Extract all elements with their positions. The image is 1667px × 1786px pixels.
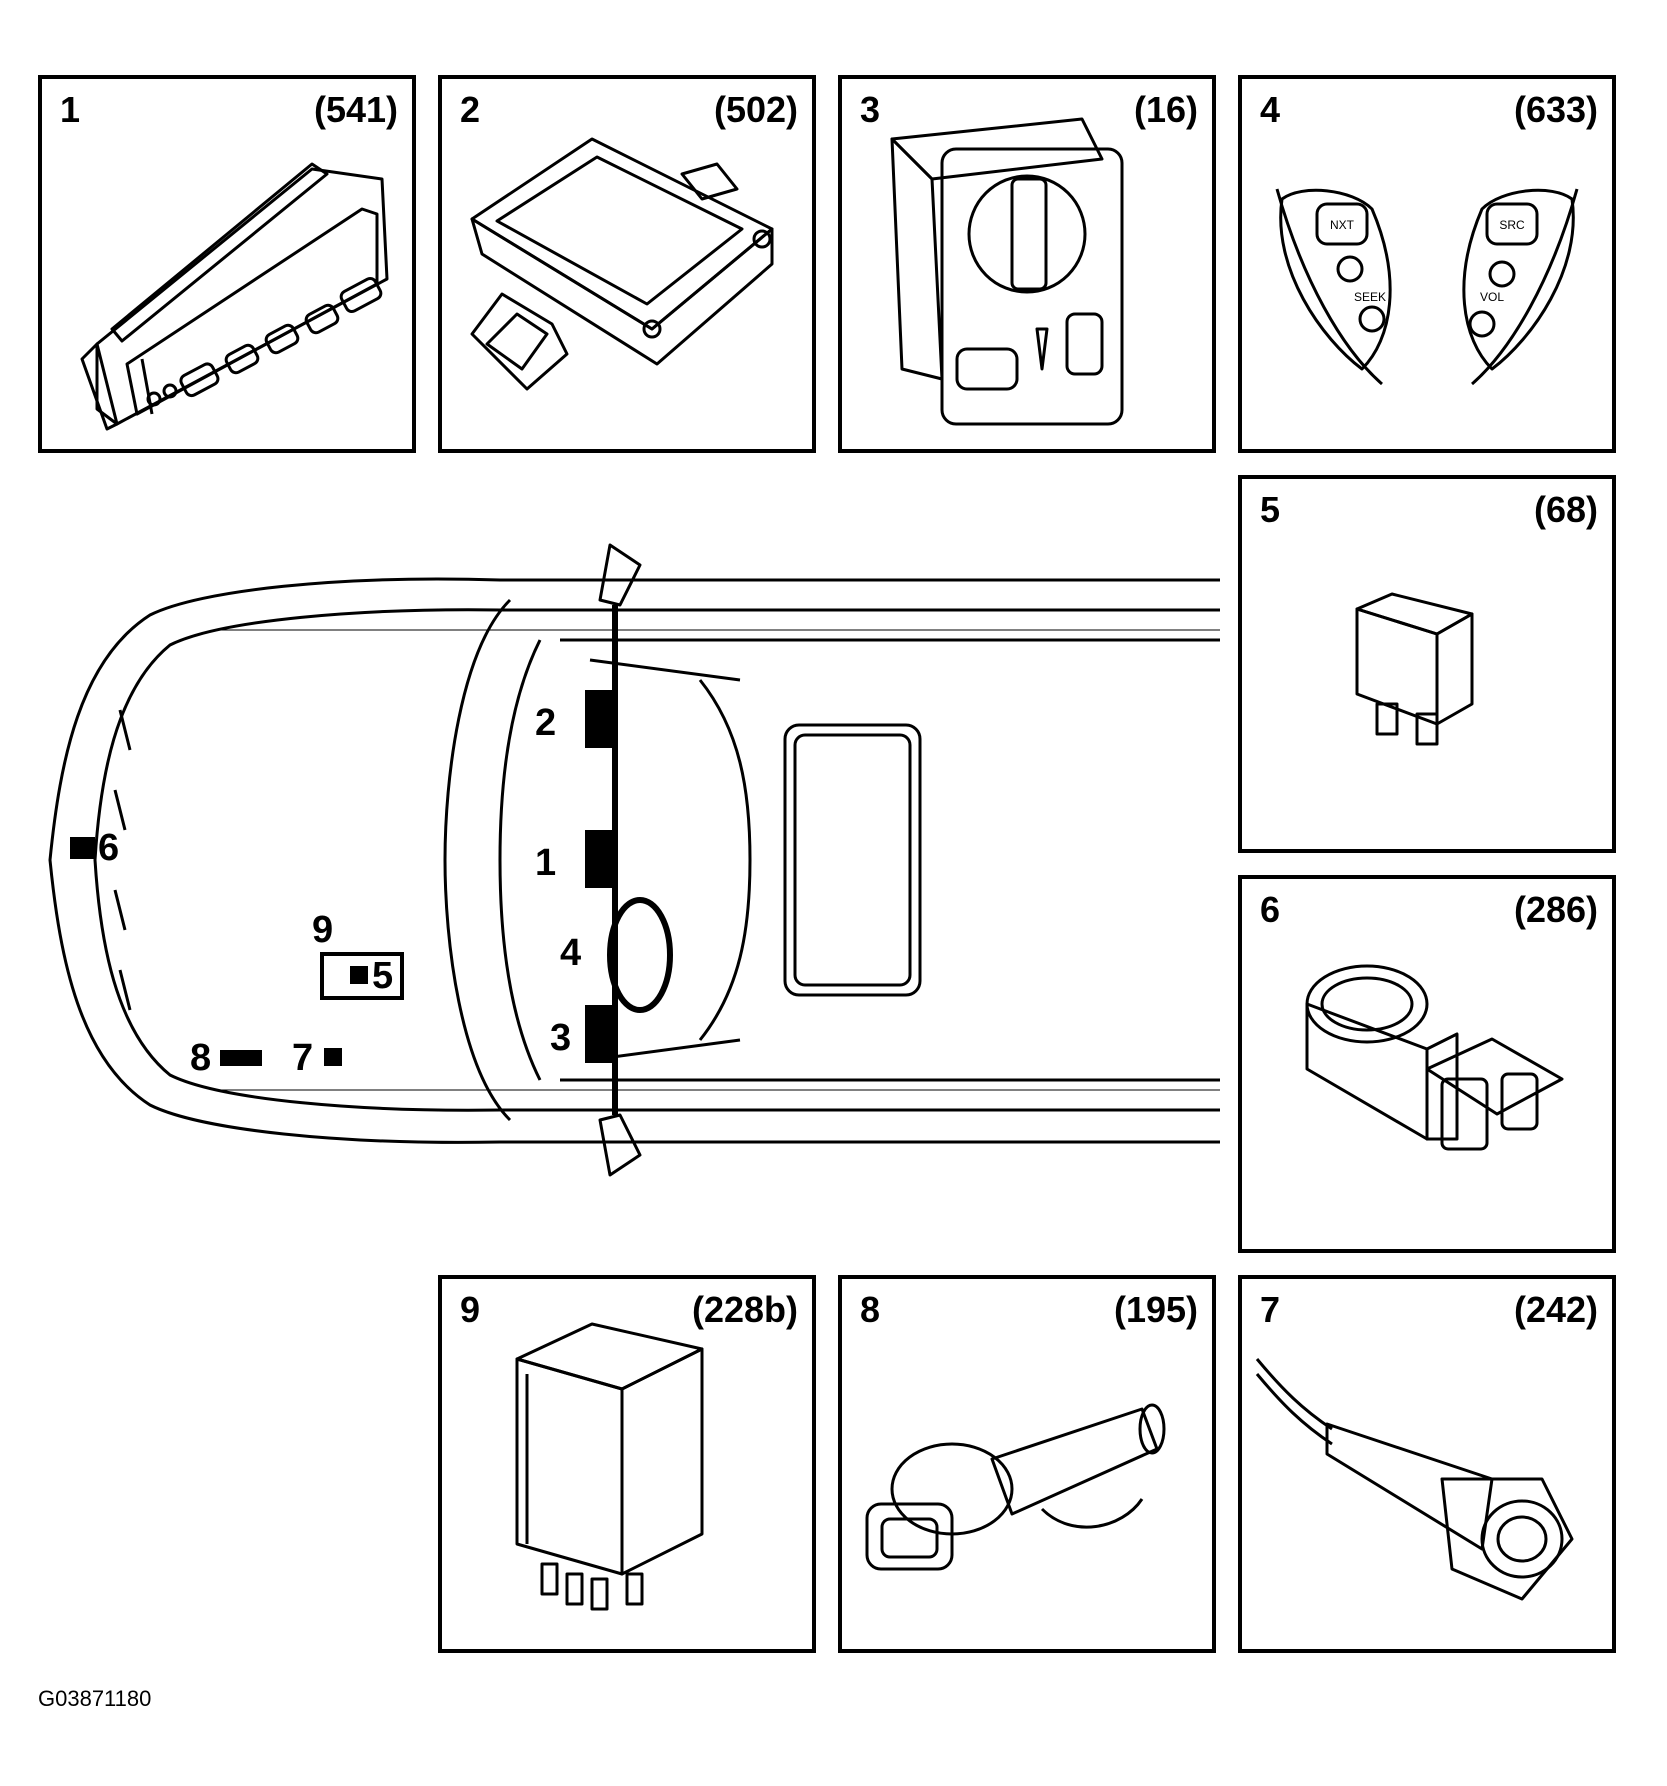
component-code: (195) (1113, 1289, 1198, 1330)
component-panel-5: 5 (68) (1238, 475, 1616, 853)
control-module-illustration (470, 137, 774, 391)
component-number: 4 (1260, 89, 1281, 130)
temperature-sensor-illustration (1255, 1358, 1574, 1601)
component-panel-4: 4 (633) NXT SEEK SRC VOL (1238, 75, 1616, 453)
car-label-5: 5 (372, 955, 393, 997)
component-code: (16) (1133, 89, 1198, 130)
component-number: 6 (1260, 889, 1281, 930)
location-marker-6 (70, 837, 95, 859)
component-panel-8: 8 (195) (838, 1275, 1216, 1653)
car-label-1: 1 (535, 842, 556, 884)
component-number: 3 (860, 89, 881, 130)
component-panel-1: 1 (541) (38, 75, 416, 453)
component-number: 8 (860, 1289, 881, 1330)
vehicle-top-view: 2 1 4 3 6 9 5 8 7 (48, 543, 1220, 1177)
switch-label-vol: VOL (1480, 290, 1504, 304)
component-number: 2 (460, 89, 481, 130)
switch-label-nxt: NXT (1330, 218, 1355, 232)
sensor-connector-illustration (1305, 964, 1564, 1151)
component-code: (228b) (691, 1289, 798, 1330)
component-panel-6: 6 (286) (1238, 875, 1616, 1253)
car-label-7: 7 (292, 1037, 313, 1079)
switch-label-seek: SEEK (1354, 290, 1386, 304)
switch-sensor-illustration (865, 1403, 1166, 1571)
control-panel-illustration (80, 162, 389, 431)
steering-wheel-switches-illustration: NXT SEEK SRC VOL (1275, 188, 1579, 386)
component-code: (502) (713, 89, 798, 130)
light-switch-illustration (890, 117, 1124, 426)
location-marker-3 (585, 1005, 615, 1063)
car-label-6: 6 (98, 827, 119, 869)
switch-label-src: SRC (1499, 218, 1525, 232)
component-panel-9: 9 (228b) (438, 1275, 816, 1653)
component-number: 5 (1260, 489, 1281, 530)
component-number: 1 (60, 89, 81, 130)
component-code: (242) (1513, 1289, 1598, 1330)
location-marker-8 (220, 1050, 262, 1066)
car-label-2: 2 (535, 702, 556, 744)
figure-id: G03871180 (38, 1686, 152, 1711)
component-number: 7 (1260, 1289, 1281, 1330)
car-label-4: 4 (560, 932, 581, 974)
component-code: (68) (1533, 489, 1598, 530)
car-label-3: 3 (550, 1017, 571, 1059)
component-number: 9 (460, 1289, 481, 1330)
component-panel-3: 3 (16) (838, 75, 1216, 453)
component-code: (633) (1513, 89, 1598, 130)
location-marker-9-box (320, 952, 404, 1000)
component-panel-2: 2 (502) (438, 75, 816, 453)
car-label-9: 9 (312, 909, 333, 951)
location-marker-4 (607, 897, 673, 1013)
component-code: (286) (1513, 889, 1598, 930)
component-code: (541) (313, 89, 398, 130)
component-panel-7: 7 (242) (1238, 1275, 1616, 1653)
relay-illustration (1355, 592, 1474, 746)
location-marker-5 (350, 966, 368, 984)
location-marker-2 (585, 690, 615, 748)
relay-large-illustration (515, 1322, 704, 1611)
location-marker-1 (585, 830, 615, 888)
location-marker-7 (324, 1048, 342, 1066)
car-label-8: 8 (190, 1037, 211, 1079)
